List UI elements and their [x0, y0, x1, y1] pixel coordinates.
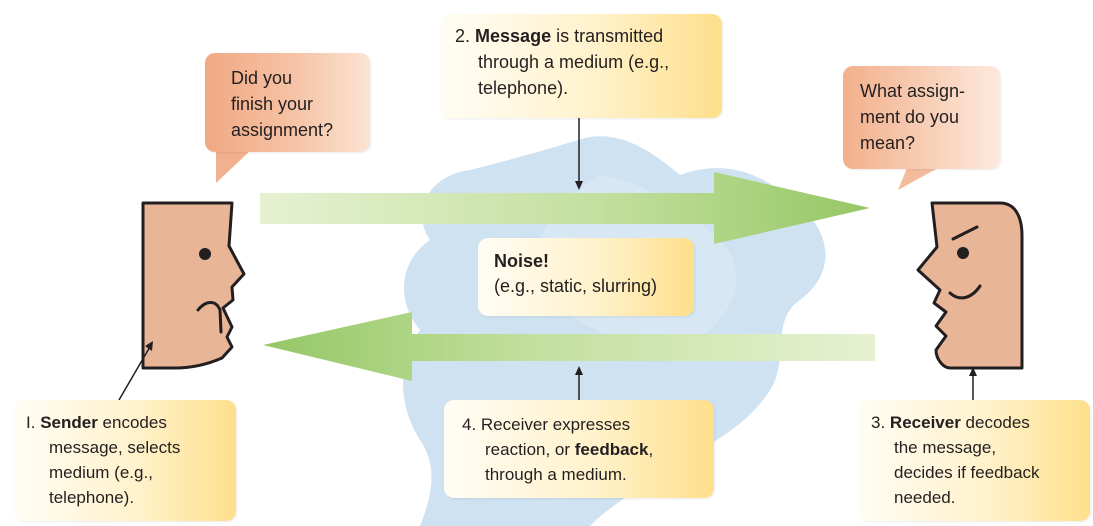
sender-speech-bubble: Did you finish your assignment? [205, 53, 370, 152]
feedback-term: feedback [574, 440, 649, 459]
message-step-line-3: telephone). [478, 78, 569, 98]
receiver-speech-bubble: What assign- ment do you mean? [843, 66, 1000, 169]
sender-speech-line-1: Did you [231, 68, 293, 88]
message-step-line-1: 2. Message is transmitted [455, 23, 722, 49]
sender-step-line-1-rest: encodes [97, 413, 167, 432]
sender-step-line-2: message, selects [49, 438, 181, 457]
sender-term: Sender [40, 413, 98, 432]
arrow-to-sender [263, 312, 875, 381]
arrow-to-receiver [260, 172, 870, 244]
noise-box: Noise! (e.g., static, slurring) [478, 238, 694, 316]
receiver-step-box: 3. Receiver decodes the message, decides… [858, 400, 1090, 521]
sender-speech-line-2: finish your [231, 94, 314, 114]
message-step-line-1-rest: is transmitted [551, 26, 664, 46]
receiver-step-line-4: needed. [894, 488, 956, 507]
feedback-step-line-1: 4. Receiver expresses [462, 415, 631, 434]
receiver-step-line-3: decides if feedback [894, 463, 1040, 482]
pointer-to-sender [118, 341, 153, 401]
pointer-to-message [575, 118, 583, 190]
pointer-to-receiver [969, 367, 977, 400]
receiver-step-line-1-rest: decodes [960, 413, 1030, 432]
receiver-step-line-1: 3. Receiver decodes [871, 410, 1090, 435]
message-step-line-2: through a medium (e.g., [478, 52, 670, 72]
receiver-term: Receiver [889, 413, 961, 432]
pointer-from-feedback [575, 366, 583, 400]
sender-bubble-tail [216, 149, 252, 183]
sender-step-box: I. Sender encodes message, selects mediu… [14, 400, 236, 521]
sender-step-line-3: medium (e.g., [49, 463, 153, 482]
receiver-face [916, 201, 1024, 370]
sender-speech-line-3: assignment? [231, 120, 334, 140]
receiver-bubble-tail [898, 168, 938, 190]
message-step-number: 2. [455, 26, 471, 46]
feedback-step-line-3: through a medium. [485, 465, 627, 484]
feedback-step-line-2: reaction, or feedback, [485, 440, 654, 459]
feedback-step-box: 4. Receiver expresses reaction, or feedb… [444, 400, 714, 498]
message-term: Message [475, 26, 552, 46]
receiver-step-number: 3. [871, 413, 886, 432]
sender-step-line-1: I. Sender encodes [26, 410, 236, 435]
message-step-box: 2. Message is transmitted through a medi… [440, 14, 722, 118]
noise-title: Noise! [494, 251, 550, 271]
receiver-speech-line-3: mean? [860, 133, 916, 153]
receiver-speech-line-2: ment do you [860, 107, 960, 127]
sender-step-line-4: telephone). [49, 488, 135, 507]
sender-face [141, 201, 246, 370]
noise-detail: (e.g., static, slurring) [494, 276, 658, 296]
sender-step-number: I. [26, 413, 36, 432]
receiver-speech-line-1: What assign- [860, 81, 966, 101]
receiver-step-line-2: the message, [894, 438, 997, 457]
